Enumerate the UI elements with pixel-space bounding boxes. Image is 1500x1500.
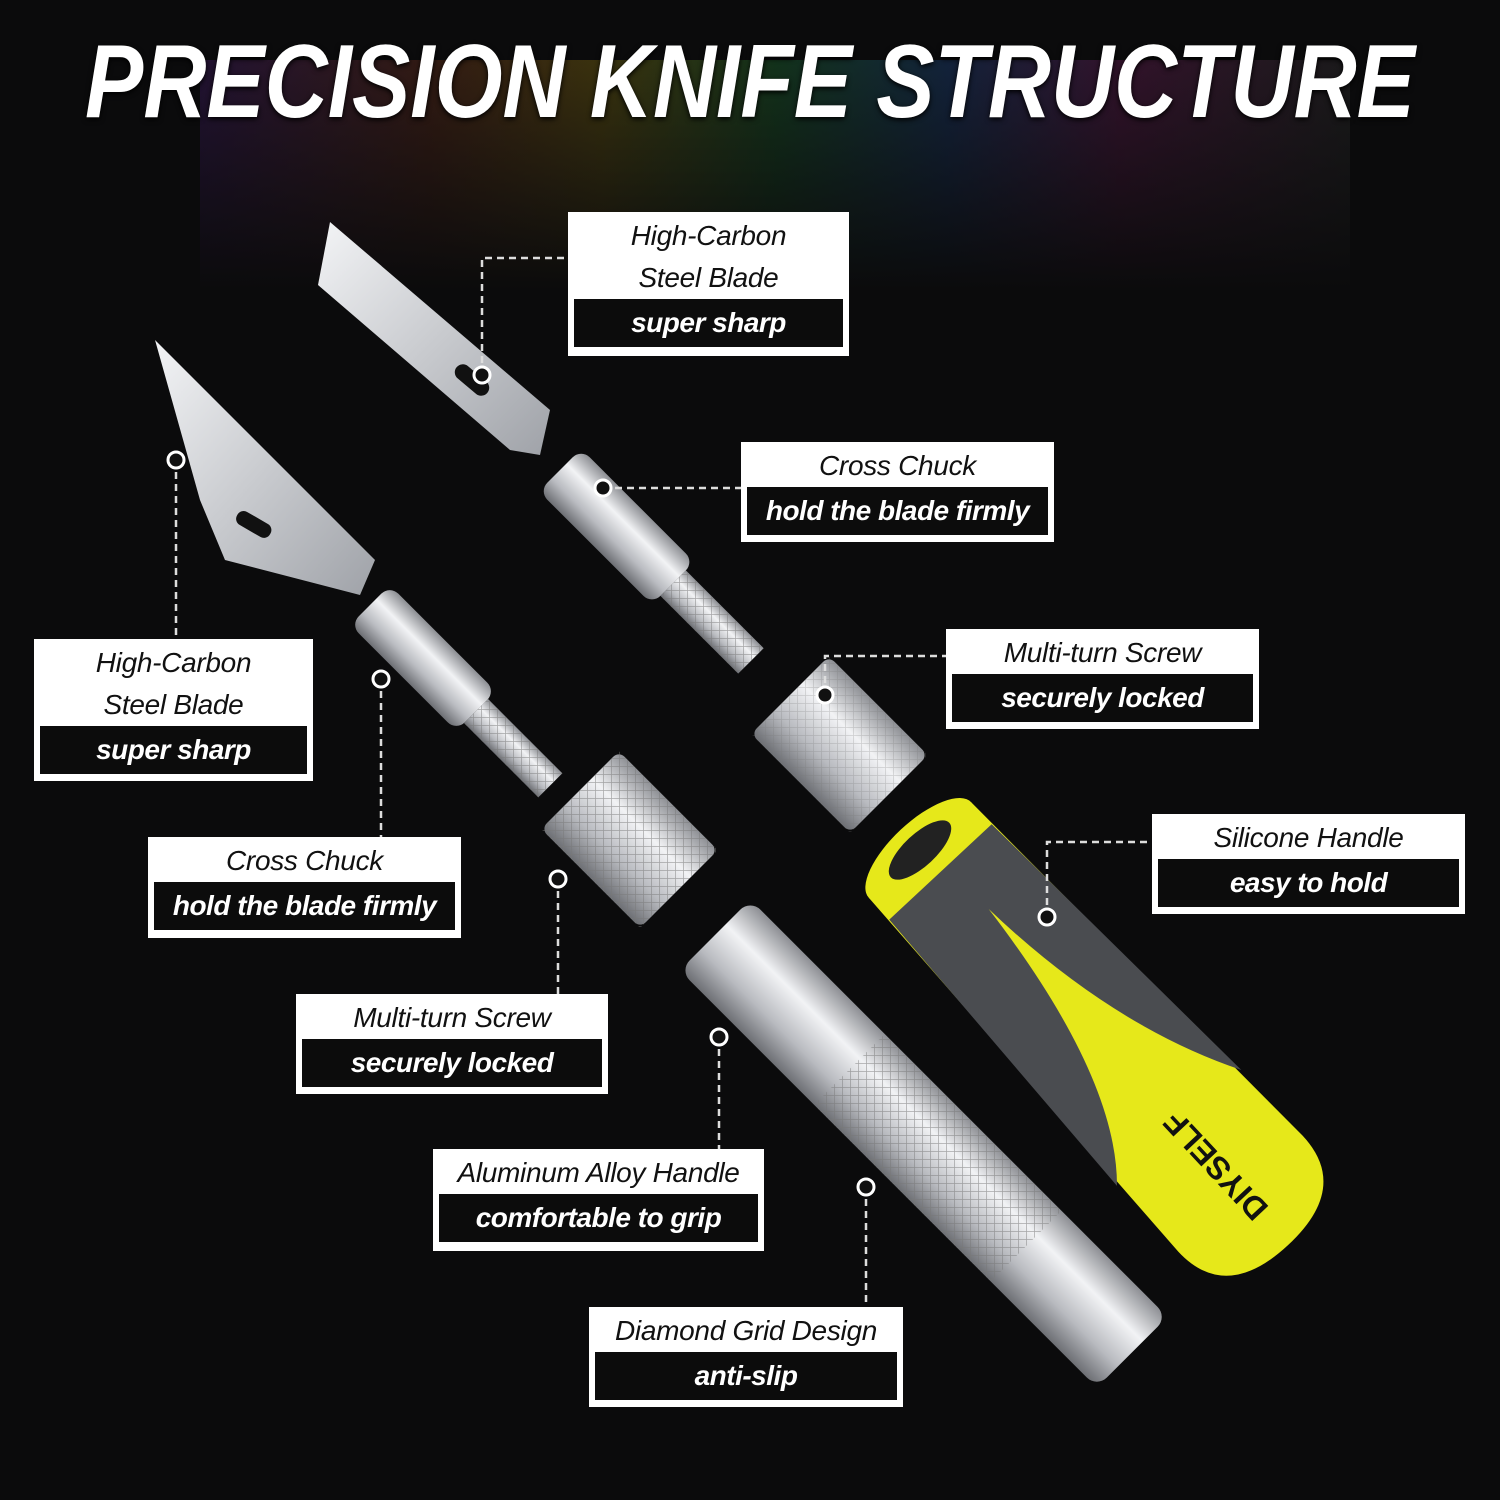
label-title: Multi-turn Screw — [353, 1002, 551, 1033]
page-title: PRECISION KNIFE STRUCTURE — [85, 24, 1415, 140]
diamond-grid — [813, 1033, 1062, 1282]
label-subtitle: securely locked — [952, 674, 1253, 722]
label-subtitle: hold the blade firmly — [747, 487, 1048, 535]
label-aluminum-handle: Aluminum Alloy Handle comfortable to gri… — [433, 1149, 764, 1251]
label-subtitle: super sharp — [40, 726, 307, 774]
marker-dot — [815, 685, 835, 705]
leader-line — [1045, 840, 1153, 917]
label-subtitle: comfortable to grip — [439, 1194, 758, 1242]
label-subtitle: easy to hold — [1158, 859, 1459, 907]
label-title: Cross Chuck — [226, 845, 383, 876]
label-diamond-grid: Diamond Grid Design anti-slip — [589, 1307, 903, 1407]
marker-dot — [548, 869, 568, 889]
label-title: Diamond Grid Design — [615, 1315, 877, 1346]
label-title: Cross Chuck — [819, 450, 976, 481]
right-chuck — [543, 453, 690, 600]
label-subtitle: securely locked — [302, 1039, 602, 1087]
label-title: Aluminum Alloy Handle — [457, 1157, 740, 1188]
label-left-multi-turn-screw: Multi-turn Screw securely locked — [296, 994, 608, 1094]
leader-line — [823, 654, 947, 695]
marker-dot — [472, 365, 492, 385]
left-blade-slot — [236, 511, 272, 538]
label-subtitle: hold the blade firmly — [154, 882, 455, 930]
left-blade — [155, 340, 375, 595]
marker-dot — [709, 1027, 729, 1047]
label-title: Multi-turn Screw — [1003, 637, 1202, 668]
label-subtitle: anti-slip — [595, 1352, 897, 1400]
label-subtitle: super sharp — [574, 299, 843, 347]
marker-dot — [371, 669, 391, 689]
left-chuck — [355, 590, 491, 726]
label-left-cross-chuck: Cross Chuck hold the blade firmly — [148, 837, 461, 938]
marker-dot — [856, 1177, 876, 1197]
leader-line — [480, 256, 570, 375]
label-right-cross-chuck: Cross Chuck hold the blade firmly — [741, 442, 1054, 542]
marker-dot — [166, 450, 186, 470]
top-blade-slot — [454, 364, 490, 396]
top-blade — [318, 222, 550, 455]
marker-dot — [593, 478, 613, 498]
label-title: Silicone Handle — [1213, 822, 1404, 853]
label-silicone-handle: Silicone Handle easy to hold — [1152, 814, 1465, 914]
label-right-multi-turn-screw: Multi-turn Screw securely locked — [946, 629, 1259, 729]
marker-dot — [1037, 907, 1057, 927]
